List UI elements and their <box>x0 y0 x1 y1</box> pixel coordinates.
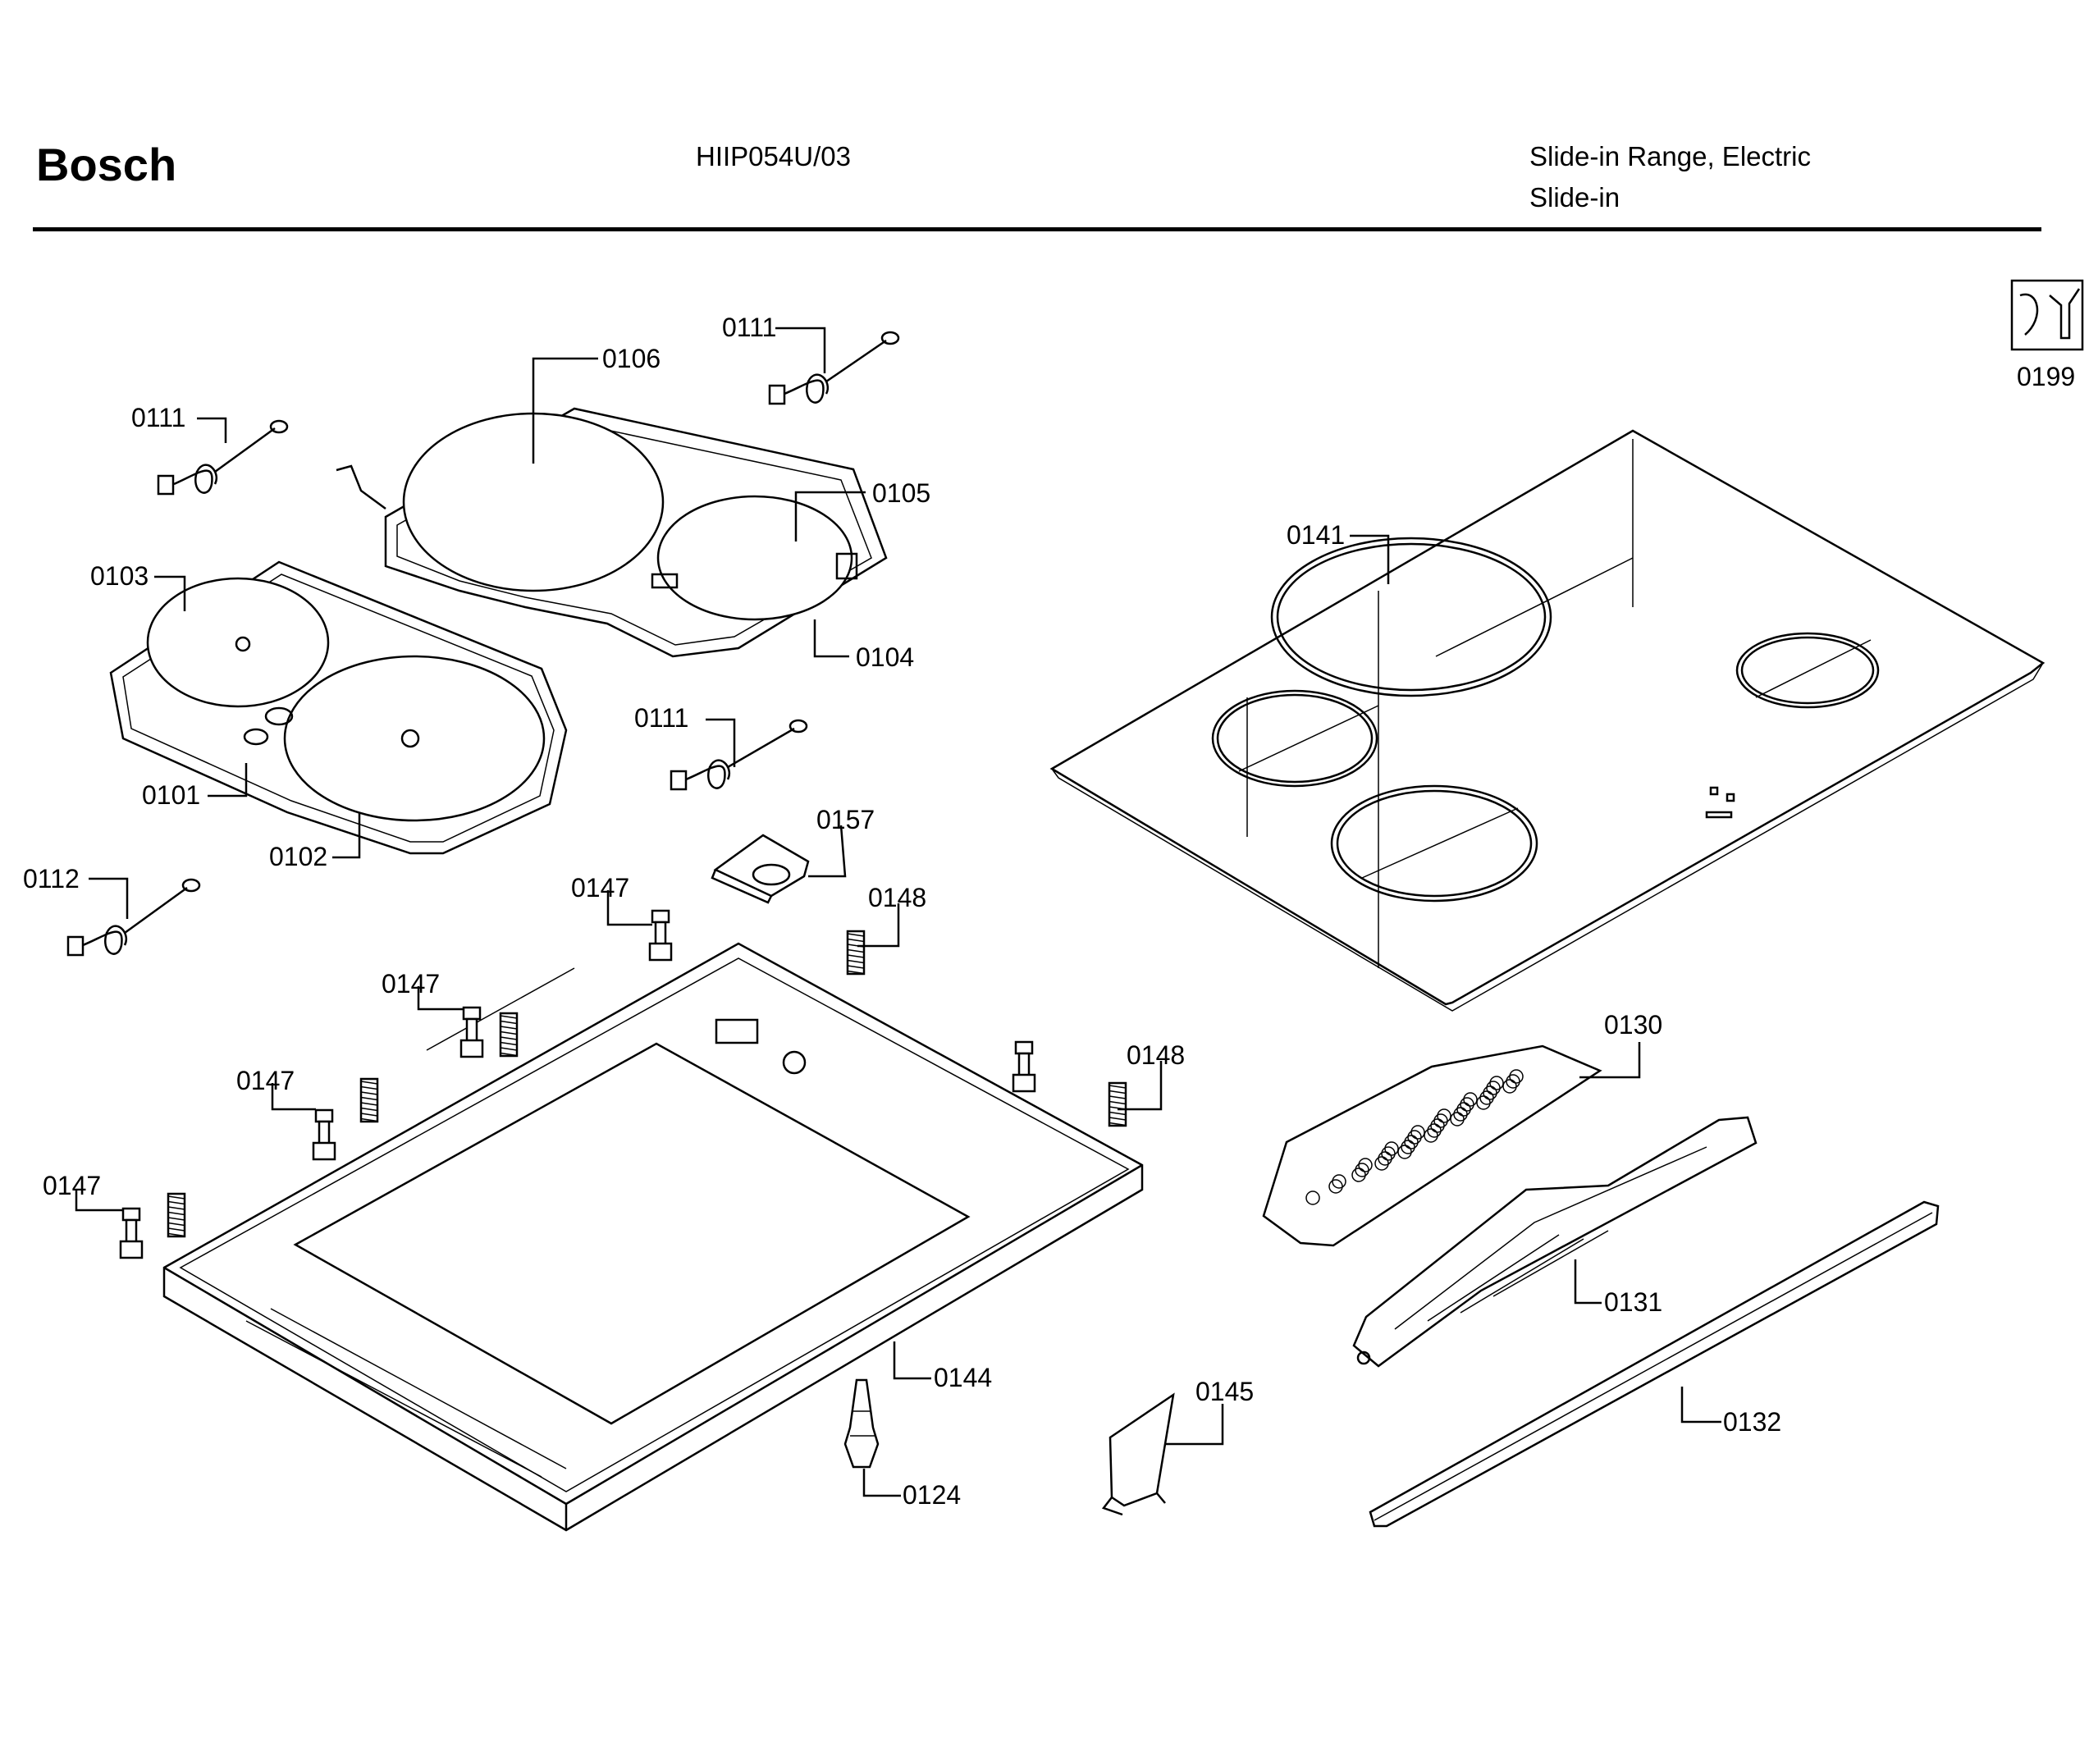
callout-labels: 0106 0111 0111 0111 0105 0103 0104 0101 … <box>23 313 2075 1510</box>
coil-spring <box>499 1012 519 1058</box>
pcb-component <box>1358 1158 1373 1172</box>
pcb-component <box>1332 1174 1346 1189</box>
pcb-component <box>1489 1076 1504 1090</box>
pcb-component <box>1427 1123 1442 1138</box>
service-tool-icon <box>2010 279 2084 351</box>
pcb-component <box>1328 1179 1343 1194</box>
bottom-tray <box>162 942 1144 1532</box>
levelling-foot <box>312 1108 336 1161</box>
coil-spring <box>359 1077 379 1123</box>
pcb-component <box>1430 1118 1445 1133</box>
callout-0144: 0144 <box>934 1363 992 1392</box>
pcb-component <box>1486 1081 1501 1095</box>
temperature-sensor-c <box>670 719 808 791</box>
pcb-component <box>1479 1090 1494 1105</box>
retaining-clip <box>1101 1392 1175 1516</box>
callout-0101: 0101 <box>142 780 200 810</box>
coil-spring <box>167 1192 186 1238</box>
pcb-component <box>1378 1151 1392 1166</box>
callout-0141: 0141 <box>1287 520 1345 550</box>
pcb-component <box>1397 1145 1412 1159</box>
feet-and-springs <box>119 909 1127 1259</box>
callout-0106: 0106 <box>602 344 661 373</box>
leader-lines <box>75 327 1721 1497</box>
pcb-component <box>1401 1140 1415 1154</box>
pcb-component <box>1410 1125 1425 1140</box>
callout-0157: 0157 <box>816 805 875 834</box>
callout-0111: 0111 <box>722 313 776 342</box>
pcb-component <box>1463 1092 1478 1107</box>
pcb-component <box>1433 1113 1448 1128</box>
callout-0111: 0111 <box>634 703 688 733</box>
pcb-component <box>1456 1102 1471 1117</box>
pcb-component <box>1509 1069 1524 1084</box>
callout-0199: 0199 <box>2017 362 2075 391</box>
callout-0147: 0147 <box>382 969 440 999</box>
callout-0147: 0147 <box>571 873 629 903</box>
pcb-component <box>1404 1135 1419 1149</box>
trim-strip <box>1369 1200 1940 1528</box>
pcb-component <box>1407 1130 1422 1145</box>
pcb-component <box>1305 1190 1320 1205</box>
callout-0148: 0148 <box>868 883 926 912</box>
product-type: Slide-in Range, Electric <box>1529 141 1811 171</box>
pcb-component <box>1502 1079 1517 1094</box>
callout-0145: 0145 <box>1195 1377 1254 1406</box>
callout-0132: 0132 <box>1723 1407 1781 1437</box>
callout-0148: 0148 <box>1127 1040 1185 1070</box>
pcb-component <box>1476 1095 1491 1110</box>
control-pcb <box>1262 1044 1602 1247</box>
product-subtype: Slide-in <box>1529 182 1620 213</box>
callout-0131: 0131 <box>1604 1287 1662 1317</box>
callout-0105: 0105 <box>872 478 930 508</box>
callout-0104: 0104 <box>856 642 914 672</box>
pcb-component <box>1453 1107 1468 1122</box>
temperature-sensor-d <box>66 878 201 957</box>
callout-0103: 0103 <box>90 561 149 591</box>
callout-0124: 0124 <box>903 1480 961 1510</box>
pcb-component <box>1351 1168 1366 1182</box>
callout-0147: 0147 <box>236 1066 295 1095</box>
pcb-component <box>1381 1146 1396 1161</box>
pcb-component <box>1506 1074 1520 1089</box>
model-number: HIIP054U/03 <box>696 141 851 171</box>
levelling-foot <box>119 1207 144 1259</box>
pcb-component <box>1450 1112 1465 1126</box>
pcb-component <box>1355 1163 1369 1177</box>
coil-spring <box>846 930 866 976</box>
glass-ceramic-cooktop <box>1049 429 2046 1012</box>
coil-carrier-upper <box>336 407 888 658</box>
pcb-component <box>1374 1156 1389 1171</box>
levelling-foot <box>1012 1040 1036 1093</box>
coil-spring <box>1108 1081 1127 1127</box>
callout-0112: 0112 <box>23 864 80 893</box>
temperature-sensor-b <box>768 331 900 405</box>
callout-0102: 0102 <box>269 842 327 871</box>
callout-0130: 0130 <box>1604 1010 1662 1040</box>
callout-0147: 0147 <box>43 1171 101 1200</box>
header-rule <box>33 227 2041 231</box>
levelling-foot <box>648 909 673 962</box>
brand-name: Bosch <box>36 139 177 190</box>
pcb-component <box>1384 1141 1399 1156</box>
pcb-component <box>1424 1128 1438 1143</box>
bracket-part <box>711 834 810 904</box>
pcb-component <box>1483 1085 1497 1100</box>
levelling-foot <box>459 1006 484 1058</box>
coil-carrier-lower <box>109 560 568 855</box>
mounting-pin <box>843 1378 880 1469</box>
pcb-component <box>1437 1108 1451 1123</box>
pcb-component <box>1460 1097 1474 1112</box>
callout-0111: 0111 <box>131 403 185 432</box>
control-panel-frame <box>1352 1116 1758 1368</box>
temperature-sensor-a <box>157 419 289 496</box>
